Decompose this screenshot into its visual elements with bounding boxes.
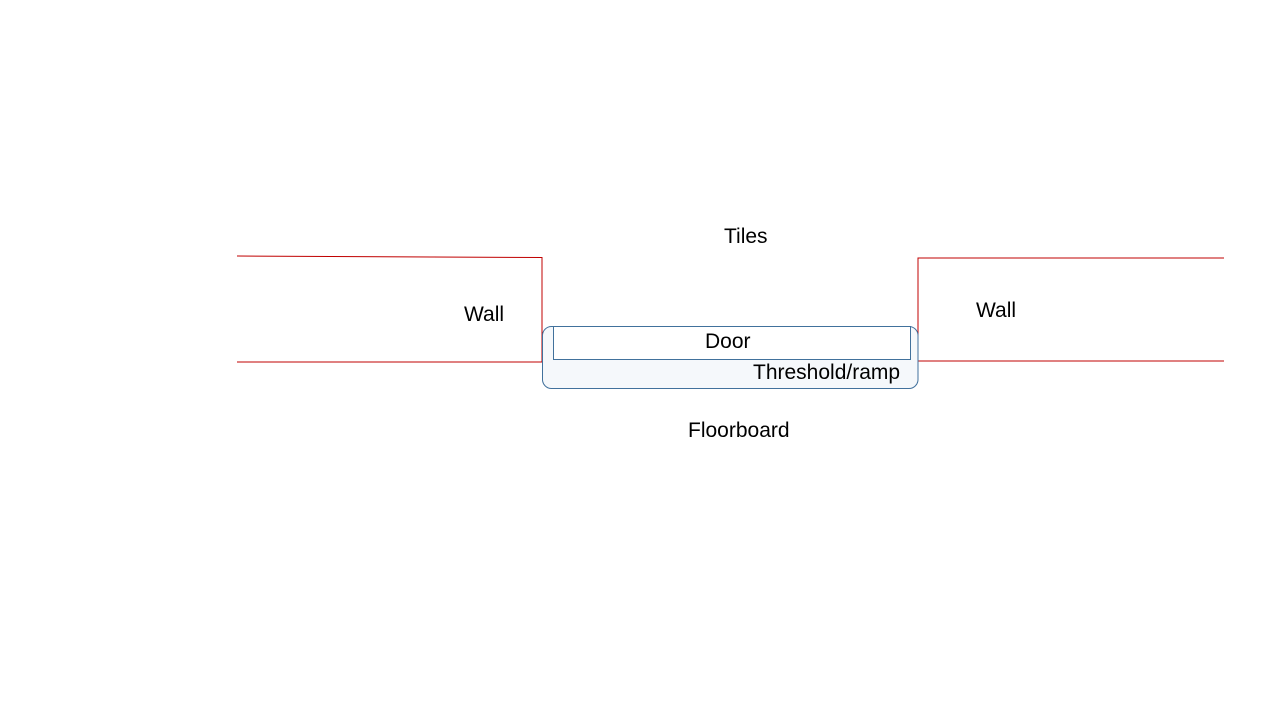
left-wall-outline [236, 255, 543, 363]
right-wall-label: Wall [976, 299, 1017, 322]
threshold-ramp-label: Threshold/ramp [753, 361, 901, 384]
left-wall-label: Wall [464, 303, 505, 326]
door-shape [553, 326, 911, 360]
tiles-label: Tiles [724, 225, 768, 248]
right-wall-outline [917, 257, 1224, 362]
door-label: Door [705, 330, 751, 353]
floorboard-label: Floorboard [688, 419, 790, 442]
